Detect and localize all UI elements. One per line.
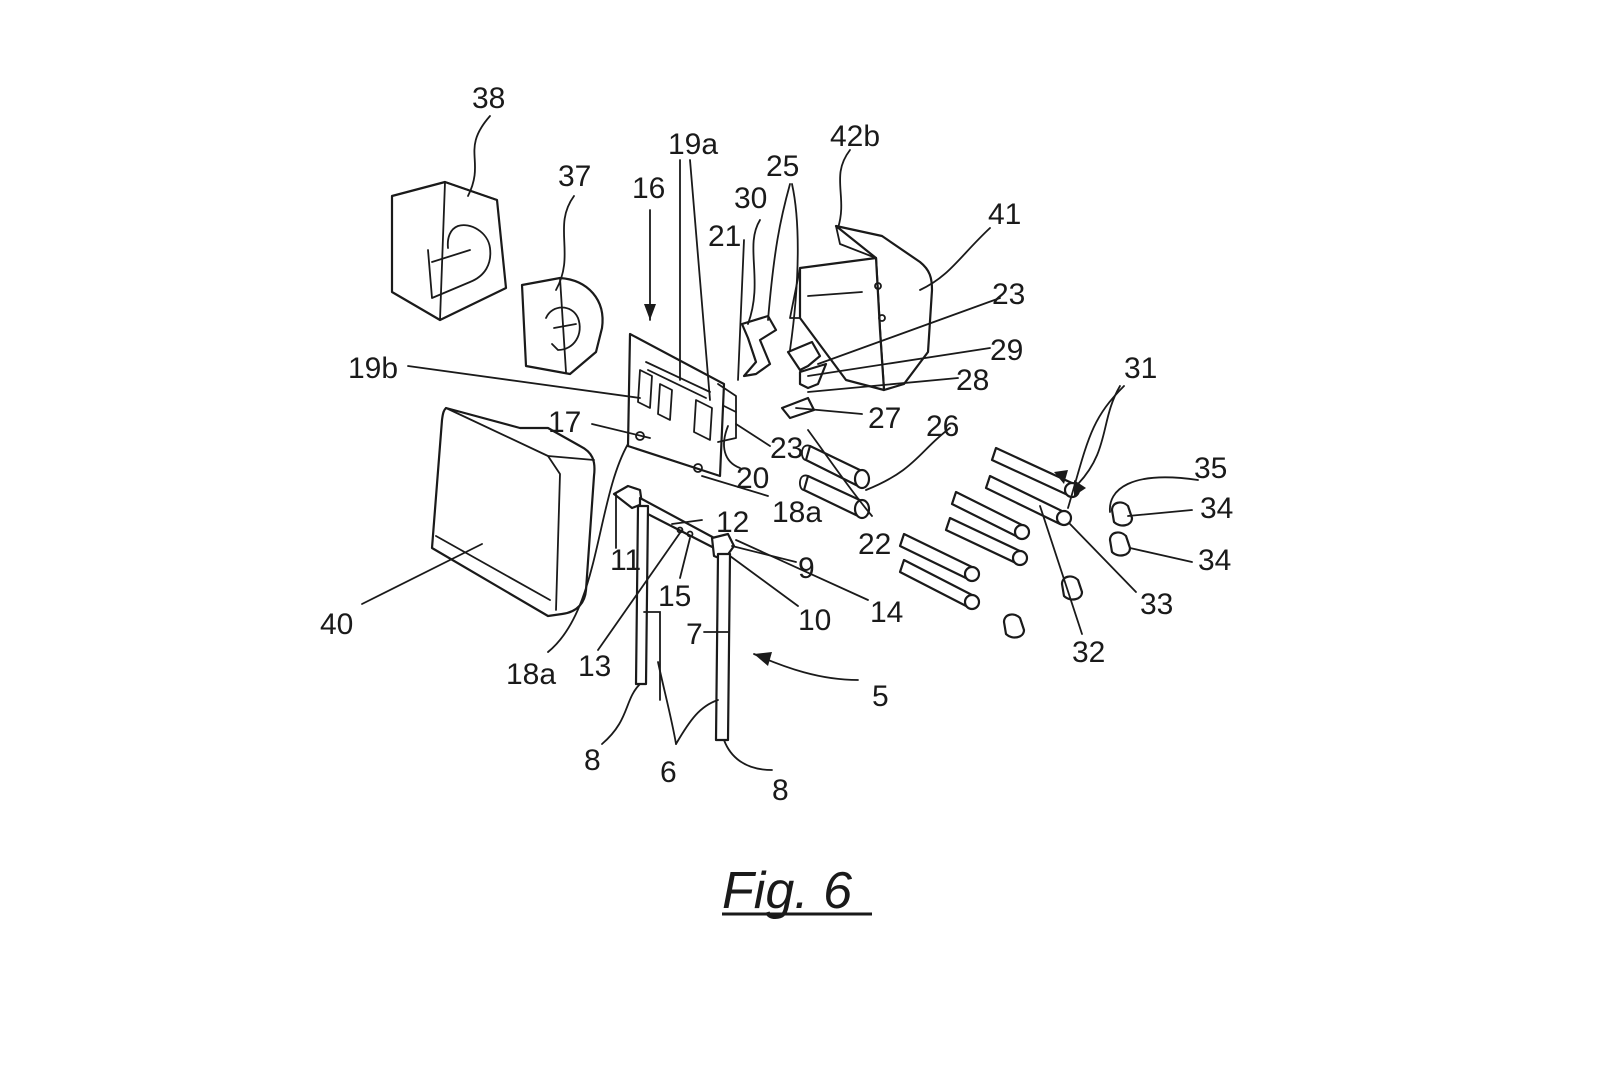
label-27: 27: [868, 402, 901, 435]
part-16-base-plate: [626, 332, 737, 478]
label-40: 40: [320, 608, 353, 641]
label-19a: 19a: [668, 128, 718, 161]
part-38-cover-block: [390, 180, 508, 322]
part-34-caps: [1002, 501, 1134, 639]
label-19b: 19b: [348, 352, 398, 385]
label-28: 28: [956, 364, 989, 397]
label-6: 6: [660, 756, 677, 789]
label-25: 25: [766, 150, 799, 183]
label-33: 33: [1140, 588, 1173, 621]
part-5-arrow-head: [754, 652, 772, 666]
part-5-bar-frame: [612, 484, 736, 742]
part-33-arrow-head: [1074, 480, 1086, 496]
label-8-left: 8: [584, 744, 601, 777]
label-23-lower: 23: [770, 432, 803, 465]
part-31-arrow-head: [1054, 470, 1068, 484]
label-14: 14: [870, 596, 903, 629]
label-38: 38: [472, 82, 505, 115]
part-37-clip: [520, 276, 604, 376]
part-41-housing: [789, 224, 934, 392]
label-8-right: 8: [772, 774, 789, 807]
label-34-lower: 34: [1198, 544, 1231, 577]
label-37: 37: [558, 160, 591, 193]
label-20: 20: [736, 462, 769, 495]
label-18a-right: 18a: [772, 496, 822, 529]
label-26: 26: [926, 410, 959, 443]
label-17: 17: [548, 406, 581, 439]
label-7: 7: [686, 618, 703, 651]
label-16: 16: [632, 172, 665, 205]
part-31-32-screws: [898, 446, 1081, 611]
label-42b: 42b: [830, 120, 880, 153]
label-13: 13: [578, 650, 611, 683]
label-23-upper: 23: [992, 278, 1025, 311]
label-15: 15: [658, 580, 691, 613]
label-18a-left: 18a: [506, 658, 556, 691]
label-32: 32: [1072, 636, 1105, 669]
label-22: 22: [858, 528, 891, 561]
part-40-cushion: [430, 406, 596, 618]
reference-numerals: 38 37 16 19a 30 25 21 42b 41 23 29 19b 2…: [320, 82, 1233, 807]
label-5: 5: [872, 680, 889, 713]
label-11: 11: [610, 544, 641, 577]
label-9: 9: [798, 552, 815, 585]
label-21: 21: [708, 220, 741, 253]
label-10: 10: [798, 604, 831, 637]
label-29: 29: [990, 334, 1023, 367]
label-31: 31: [1124, 352, 1157, 385]
figure-caption: Fig. 6: [722, 862, 852, 920]
label-30: 30: [734, 182, 767, 215]
label-34-upper: 34: [1200, 492, 1233, 525]
part-16-arrow-head: [644, 304, 656, 320]
label-35: 35: [1194, 452, 1227, 485]
label-41: 41: [988, 198, 1021, 231]
label-12: 12: [716, 506, 749, 539]
